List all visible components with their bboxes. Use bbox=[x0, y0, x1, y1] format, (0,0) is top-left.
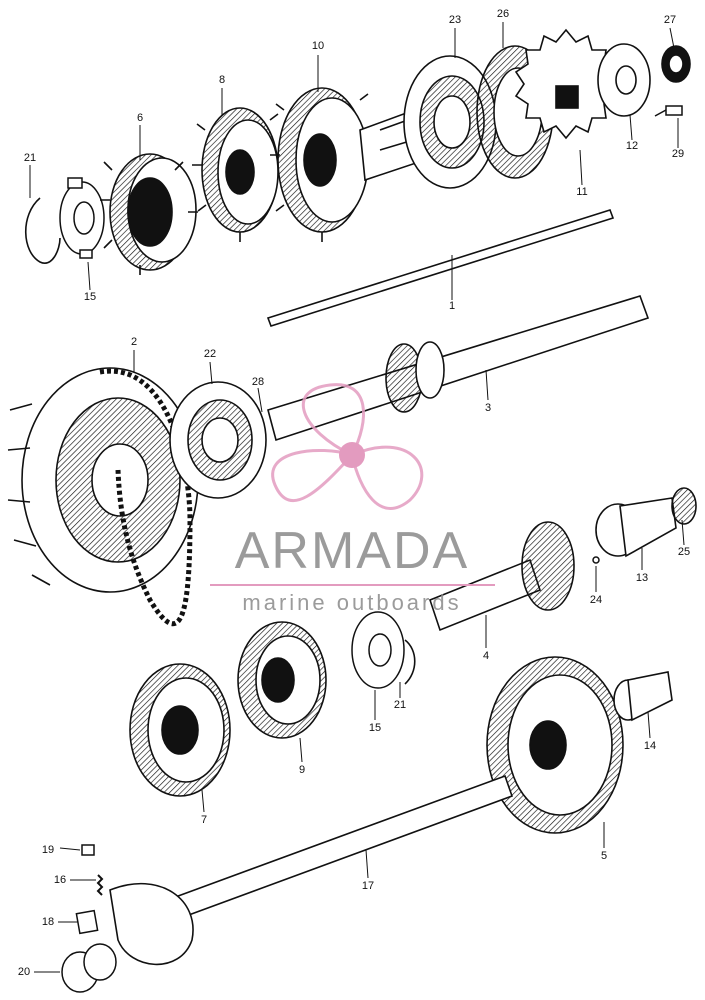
bearing-23 bbox=[403, 55, 497, 189]
push-rod-1 bbox=[266, 209, 615, 327]
pin-24 bbox=[592, 556, 600, 564]
spring-16 bbox=[96, 874, 104, 896]
gear-4 bbox=[429, 521, 575, 632]
gear-10 bbox=[270, 87, 369, 242]
callout-label-19: 19 bbox=[42, 844, 54, 856]
callout-label-20: 20 bbox=[18, 966, 30, 978]
callout-label-6: 6 bbox=[137, 112, 143, 124]
brand-watermark: ARMADA marine outboards bbox=[210, 383, 495, 615]
gear-6 bbox=[100, 153, 198, 275]
snap-ring-21-top bbox=[24, 197, 61, 264]
gear-7 bbox=[129, 663, 231, 797]
callout-label-13: 13 bbox=[636, 572, 648, 584]
gear-9 bbox=[237, 621, 327, 739]
callout-label-29: 29 bbox=[672, 148, 684, 160]
collar-13 bbox=[595, 497, 677, 558]
callout-label-27: 27 bbox=[664, 14, 676, 26]
countershaft-3 bbox=[267, 295, 650, 442]
clutch-outer-2 bbox=[7, 367, 199, 593]
callout-label-2: 2 bbox=[131, 336, 137, 348]
thrust-washer-15-top bbox=[59, 177, 105, 259]
callout-label-14: 14 bbox=[644, 740, 656, 752]
callout-label-3: 3 bbox=[485, 402, 491, 414]
callout-label-11: 11 bbox=[576, 186, 587, 198]
kickstarter-spindle-17 bbox=[109, 774, 514, 966]
callout-label-23: 23 bbox=[449, 14, 461, 26]
gear-8 bbox=[192, 107, 279, 242]
plate-12 bbox=[597, 43, 651, 117]
callout-label-21: 21 bbox=[24, 152, 36, 164]
callout-label-18: 18 bbox=[42, 916, 54, 928]
callout-label-5: 5 bbox=[601, 850, 607, 862]
brand-wordmark: ARMADA bbox=[235, 522, 469, 580]
callout-label-8: 8 bbox=[219, 74, 225, 86]
callout-label-4: 4 bbox=[483, 650, 489, 662]
pin-19 bbox=[81, 844, 95, 856]
bushing-14 bbox=[613, 671, 673, 722]
callout-label-22: 22 bbox=[204, 348, 216, 360]
callout-label-21: 21 bbox=[394, 699, 406, 711]
callout-label-17: 17 bbox=[362, 880, 374, 892]
callout-label-25: 25 bbox=[678, 546, 690, 558]
callout-label-12: 12 bbox=[626, 140, 638, 152]
callout-label-9: 9 bbox=[299, 764, 305, 776]
callout-label-10: 10 bbox=[312, 40, 324, 52]
propeller-logo-icon bbox=[271, 383, 424, 510]
callout-label-15: 15 bbox=[369, 722, 381, 734]
leader-lines bbox=[29, 22, 685, 973]
bolt-29 bbox=[654, 105, 683, 117]
drive-chain bbox=[99, 368, 193, 626]
sprocket-11 bbox=[514, 28, 618, 140]
seal-27 bbox=[661, 45, 691, 83]
brand-tagline: marine outboards bbox=[242, 590, 461, 615]
bearing-22 bbox=[169, 381, 267, 499]
callout-label-15: 15 bbox=[84, 291, 96, 303]
bearing-25 bbox=[671, 487, 697, 525]
washer-15-lower bbox=[351, 611, 405, 689]
snap-ring-21-lower bbox=[404, 639, 416, 685]
cap-20 bbox=[61, 943, 117, 993]
callout-label-24: 24 bbox=[590, 594, 602, 606]
callout-label-26: 26 bbox=[497, 8, 509, 20]
pawl-18 bbox=[75, 909, 99, 935]
gear-5 bbox=[486, 656, 624, 834]
callout-label-7: 7 bbox=[201, 814, 207, 826]
callout-label-16: 16 bbox=[54, 874, 66, 886]
callout-label-28: 28 bbox=[252, 376, 264, 388]
callout-label-1: 1 bbox=[449, 300, 455, 312]
